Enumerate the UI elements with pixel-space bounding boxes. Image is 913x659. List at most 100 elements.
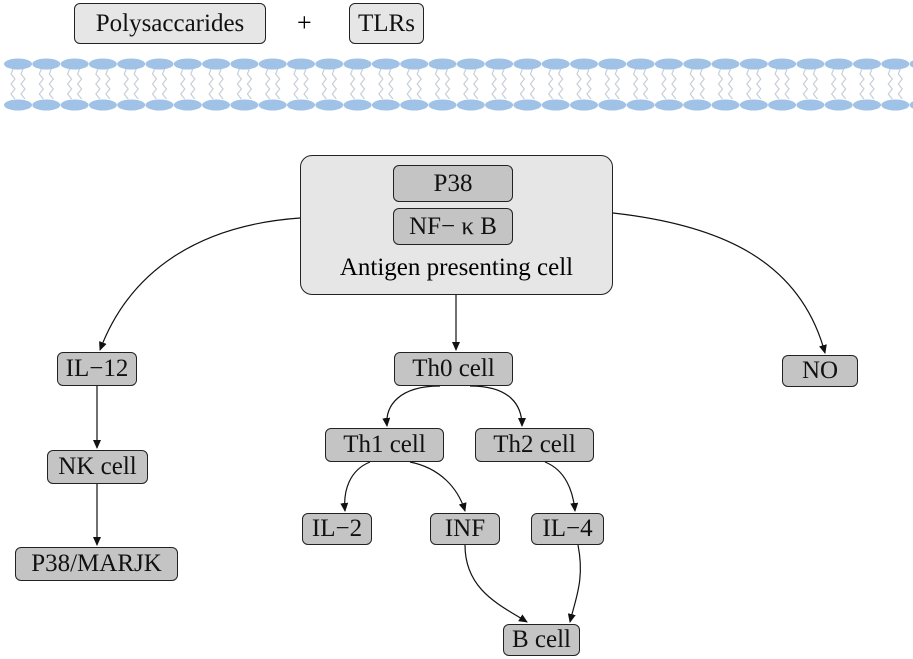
lipid-head bbox=[230, 99, 259, 111]
lipid-tail bbox=[218, 68, 224, 100]
lipid-tail bbox=[133, 68, 139, 100]
lipid-tail bbox=[151, 68, 158, 100]
lipid-head bbox=[711, 58, 740, 70]
lipid-head bbox=[202, 58, 231, 70]
lipid-tail bbox=[897, 68, 904, 100]
lipid-head bbox=[881, 99, 910, 111]
lipid-head bbox=[541, 99, 570, 111]
lipid-tail bbox=[321, 68, 328, 100]
lipid-tail bbox=[529, 68, 536, 100]
lipid-tail bbox=[632, 68, 639, 100]
lipid-tail bbox=[434, 68, 441, 100]
lipid-tail bbox=[614, 68, 621, 100]
lipid-head bbox=[343, 99, 372, 111]
lipid-tail bbox=[501, 68, 507, 100]
lipid-head bbox=[88, 58, 117, 70]
b-cell-box: B cell bbox=[503, 624, 580, 656]
p38-marjk-box: P38/MARJK bbox=[15, 547, 178, 581]
lipid-tail bbox=[264, 68, 271, 100]
lipid-tail bbox=[293, 68, 299, 100]
lipid-tail bbox=[274, 68, 281, 100]
lipid-tail bbox=[38, 68, 45, 100]
lipid-tail bbox=[604, 68, 611, 100]
lipid-head bbox=[60, 58, 89, 70]
lipid-head bbox=[4, 99, 32, 111]
arrow-il4-to-bcell bbox=[567, 544, 581, 623]
lipid-tail bbox=[95, 68, 101, 100]
lipid-tail bbox=[519, 68, 526, 100]
lipid-head bbox=[654, 58, 683, 70]
lipid-head bbox=[513, 99, 542, 111]
lipid-tail bbox=[10, 68, 16, 100]
lipid-tail bbox=[717, 68, 724, 100]
lipid-tail bbox=[887, 68, 894, 100]
il4-box: IL−4 bbox=[531, 513, 604, 545]
lipid-tail bbox=[671, 68, 677, 100]
lipid-head bbox=[541, 58, 570, 70]
lipid-head bbox=[853, 99, 881, 111]
lipid-tail bbox=[416, 68, 422, 100]
lipid-tail bbox=[784, 68, 790, 100]
lipid-head bbox=[485, 99, 514, 111]
lipid-tail bbox=[746, 68, 752, 100]
lipid-tail bbox=[859, 68, 865, 100]
lipid-head bbox=[739, 58, 768, 70]
arrow-inf-to-bcell bbox=[464, 544, 528, 623]
apc-label: Antigen presenting cell bbox=[339, 254, 574, 281]
il12-box: IL−12 bbox=[57, 352, 137, 386]
lipid-head bbox=[173, 58, 202, 70]
th0-cell-box: Th0 cell bbox=[394, 352, 513, 386]
lipid-tail bbox=[576, 68, 582, 100]
lipid-tail bbox=[812, 68, 819, 100]
arrow-th0-to-th2 bbox=[469, 385, 526, 427]
lipid-head bbox=[768, 99, 797, 111]
lipid-tail bbox=[349, 68, 356, 100]
lipid-head bbox=[824, 99, 853, 111]
lipid-head bbox=[117, 99, 146, 111]
plus-sign: + bbox=[297, 8, 312, 37]
lipid-head bbox=[570, 58, 598, 70]
lipid-head bbox=[428, 99, 457, 111]
no-box: NO bbox=[782, 355, 858, 387]
lipid-tail bbox=[208, 68, 214, 100]
arrow-th1-to-inf bbox=[409, 461, 467, 512]
arrow-th1-to-il2 bbox=[340, 461, 371, 512]
lipid-head bbox=[456, 99, 485, 111]
lipid-tail bbox=[444, 68, 451, 100]
lipid-tail bbox=[840, 68, 847, 100]
lipid-tail bbox=[802, 68, 809, 100]
lipid-head bbox=[258, 99, 287, 111]
cell-membrane bbox=[4, 58, 913, 111]
lipid-head bbox=[88, 99, 117, 111]
lipid-tail bbox=[642, 68, 649, 100]
lipid-tail bbox=[473, 68, 479, 100]
lipid-head bbox=[4, 58, 32, 70]
lipid-head bbox=[145, 99, 174, 111]
lipid-head bbox=[824, 58, 853, 70]
lipid-tail bbox=[727, 68, 734, 100]
lipid-tail bbox=[246, 68, 253, 100]
arrow-th2-to-il4 bbox=[544, 461, 579, 512]
lipid-tail bbox=[20, 68, 26, 100]
lipid-tail bbox=[774, 68, 780, 100]
lipid-head bbox=[400, 99, 429, 111]
lipid-tail bbox=[491, 68, 497, 100]
lipid-head bbox=[513, 58, 542, 70]
lipid-tail bbox=[161, 68, 168, 100]
lipid-head bbox=[32, 99, 61, 111]
lipid-tail bbox=[689, 68, 695, 100]
lipid-tail bbox=[557, 68, 564, 100]
lipid-head bbox=[626, 99, 655, 111]
lipid-tail bbox=[180, 68, 186, 100]
lipid-head bbox=[626, 58, 655, 70]
lipid-tail bbox=[76, 68, 83, 100]
lipid-head bbox=[456, 58, 485, 70]
lipid-head bbox=[796, 58, 825, 70]
arrow-th0-to-th1 bbox=[382, 385, 441, 427]
lipid-tail bbox=[48, 68, 55, 100]
lipid-tail bbox=[661, 68, 667, 100]
lipid-head bbox=[400, 58, 429, 70]
lipid-head bbox=[173, 99, 202, 111]
lipid-tail bbox=[547, 68, 554, 100]
